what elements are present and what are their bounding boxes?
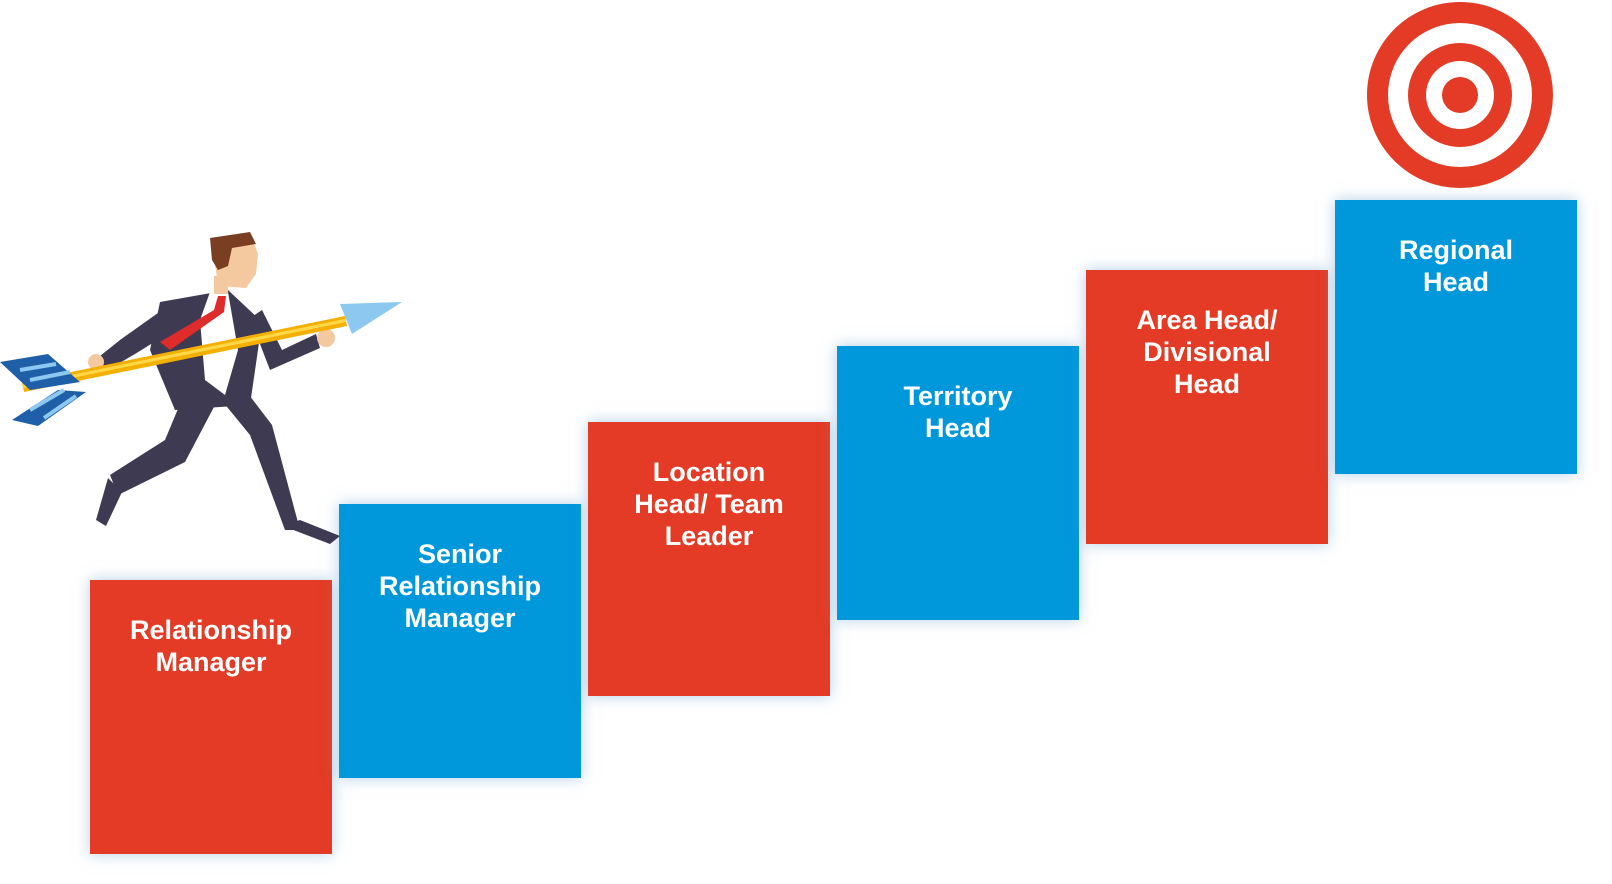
step-relationship-manager: Relationship Manager: [90, 580, 332, 854]
step-area-head-divisional-head: Area Head/ Divisional Head: [1086, 270, 1328, 544]
target-icon: [1367, 2, 1553, 188]
step-label: Location Head/ Team Leader: [634, 457, 784, 551]
businessman-runner-icon: [0, 232, 402, 544]
step-regional-head: Regional Head: [1335, 200, 1577, 474]
step-territory-head: Territory Head: [837, 346, 1079, 620]
step-senior-relationship-manager: Senior Relationship Manager: [339, 504, 581, 778]
step-label: Regional Head: [1398, 235, 1513, 297]
step-label: Senior Relationship Manager: [378, 539, 541, 633]
step-label: Area Head/ Divisional Head: [1136, 305, 1278, 399]
step-label: Relationship Manager: [129, 615, 292, 677]
step-location-head-team-leader: Location Head/ Team Leader: [588, 422, 830, 696]
step-label: Territory Head: [903, 381, 1013, 443]
